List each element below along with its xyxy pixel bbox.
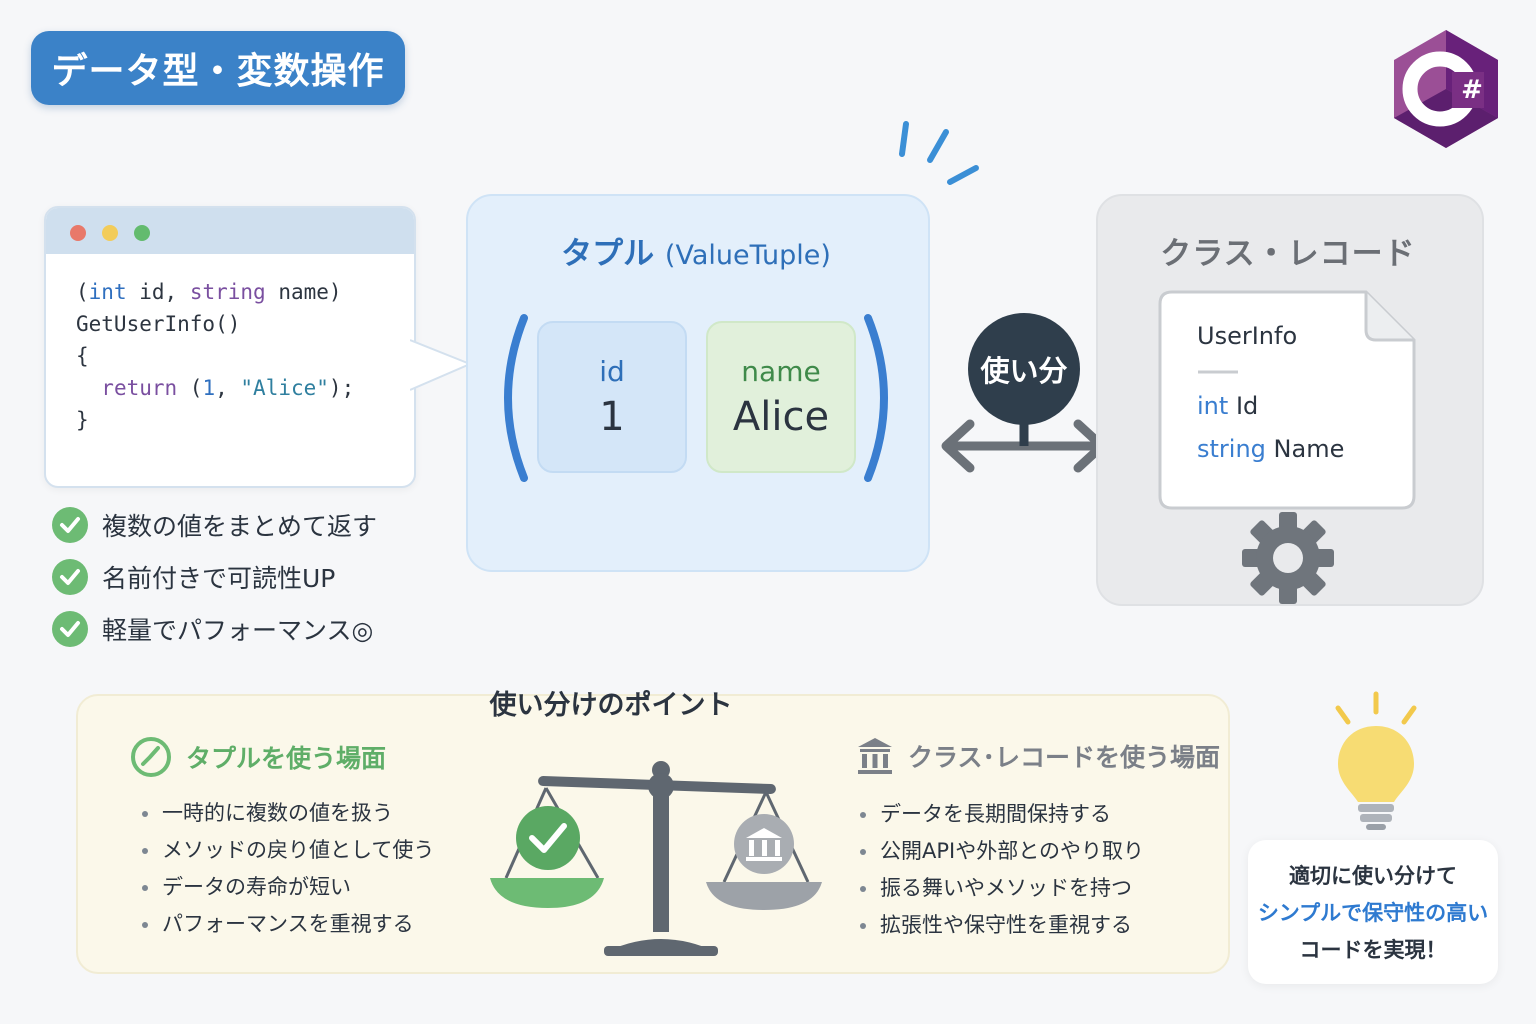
- class-section-title: クラス･レコードを使う場面: [856, 736, 1220, 776]
- code-snippet: (int id, string name)GetUserInfo(){ retu…: [46, 254, 414, 436]
- code-token: id,: [126, 280, 190, 304]
- takeaway-line: 適切に使い分けて: [1289, 864, 1457, 888]
- code-token: (: [76, 280, 89, 304]
- member-name: Name: [1273, 435, 1345, 463]
- member-type: int: [1197, 392, 1229, 420]
- code-window: (int id, string name)GetUserInfo(){ retu…: [44, 206, 416, 488]
- minimize-dot-icon: [102, 225, 118, 241]
- close-dot-icon: [70, 225, 86, 241]
- usage-points-title: 使い分けのポイント: [76, 683, 1298, 722]
- code-token: }: [76, 408, 89, 432]
- csharp-logo-icon: #: [1394, 30, 1498, 148]
- takeaway-line: コードを実現！: [1299, 938, 1447, 962]
- code-window-titlebar: [46, 208, 414, 254]
- benefit-item: 名前付きで可読性UP: [52, 557, 335, 597]
- list-item: 公開APIや外部とのやり取り: [860, 833, 1144, 870]
- field-label: id: [599, 354, 625, 388]
- code-callout-tail: [410, 339, 472, 391]
- code-token: return: [101, 376, 178, 400]
- tuple-section-title: タプルを使う場面: [130, 736, 386, 778]
- double-arrow-icon: [941, 416, 1107, 473]
- lightbulb-icon: [1335, 691, 1417, 830]
- close-paren-icon: [864, 314, 888, 482]
- code-token: name): [265, 280, 342, 304]
- document-icon: [1158, 290, 1416, 510]
- tuple-field-id: id 1: [537, 321, 687, 473]
- class-section-label: クラス･レコードを使う場面: [908, 743, 1221, 772]
- code-token: "Alice": [240, 376, 329, 400]
- code-line: return (1, "Alice");: [76, 372, 414, 404]
- code-token: [76, 376, 101, 400]
- code-token: int: [88, 280, 127, 304]
- usage-points-title-text: 使い分けのポイント: [489, 690, 733, 721]
- code-token: GetUserInfo(): [76, 312, 241, 336]
- list-item: データの寿命が短い: [142, 869, 434, 906]
- list-item: メソッドの戻り値として使う: [142, 832, 434, 869]
- list-item: パフォーマンスを重視する: [142, 906, 434, 943]
- benefit-item: 軽量でパフォーマンス◎: [52, 609, 373, 649]
- code-token: );: [328, 376, 355, 400]
- field-value: 1: [599, 393, 625, 440]
- page-title: データ型・変数操作: [31, 31, 405, 105]
- code-token: string: [189, 280, 266, 304]
- tuple-field-name: name Alice: [706, 321, 856, 473]
- check-circle-icon: [131, 737, 171, 777]
- list-item: 一時的に複数の値を扱う: [142, 795, 434, 832]
- tuple-section-label: タプルを使う場面: [186, 744, 387, 773]
- check-circle-icon: [52, 611, 88, 647]
- field-label: name: [741, 354, 821, 388]
- benefit-label: 軽量でパフォーマンス◎: [102, 616, 374, 645]
- code-token: (: [177, 376, 203, 400]
- class-section-list: データを長期間保持する 公開APIや外部とのやり取り 振る舞いやメソッドを持つ …: [860, 796, 1144, 944]
- code-line: {: [76, 340, 414, 372]
- code-line: GetUserInfo(): [76, 308, 414, 340]
- open-paren-icon: [504, 314, 528, 482]
- check-circle-icon: [52, 559, 88, 595]
- list-item: 拡張性や保守性を重視する: [860, 907, 1144, 944]
- code-line: }: [76, 404, 414, 436]
- takeaway-highlight: シンプルで保守性の高い: [1257, 901, 1489, 925]
- balance-scale-icon: [490, 761, 822, 956]
- sparkle-icon: [899, 121, 979, 185]
- doc-class-name: UserInfo: [1197, 322, 1298, 350]
- takeaway-card: 適切に使い分けて シンプルで保守性の高い コードを実現！: [1248, 840, 1498, 984]
- benefit-item: 複数の値をまとめて返す: [52, 505, 377, 545]
- list-item: データを長期間保持する: [860, 796, 1144, 833]
- tuple-section-list: 一時的に複数の値を扱う メソッドの戻り値として使う データの寿命が短い パフォー…: [142, 795, 434, 943]
- member-name: Id: [1235, 392, 1259, 420]
- bank-icon: [858, 738, 892, 774]
- usage-hub-label: 使い分: [968, 313, 1080, 425]
- code-token: ,: [215, 376, 241, 400]
- maximize-dot-icon: [134, 225, 150, 241]
- benefit-label: 名前付きで可読性UP: [102, 564, 336, 593]
- code-line: (int id, string name): [76, 276, 414, 308]
- benefit-label: 複数の値をまとめて返す: [102, 512, 378, 541]
- svg-text:#: #: [1461, 75, 1483, 105]
- code-token: {: [76, 344, 89, 368]
- gear-icon: [1242, 512, 1334, 604]
- member-type: string: [1197, 435, 1266, 463]
- check-circle-icon: [52, 507, 88, 543]
- tuple-title-main: タプル: [561, 236, 655, 272]
- doc-member-row: int Id: [1197, 392, 1258, 420]
- tuple-title: タプル (ValueTuple): [466, 228, 926, 273]
- code-token: 1: [202, 376, 216, 400]
- tuple-title-sub: (ValueTuple): [664, 240, 831, 271]
- list-item: 振る舞いやメソッドを持つ: [860, 870, 1144, 907]
- field-value: Alice: [732, 393, 830, 440]
- doc-member-row: string Name: [1197, 435, 1344, 463]
- class-record-title: クラス・レコード: [1160, 236, 1416, 272]
